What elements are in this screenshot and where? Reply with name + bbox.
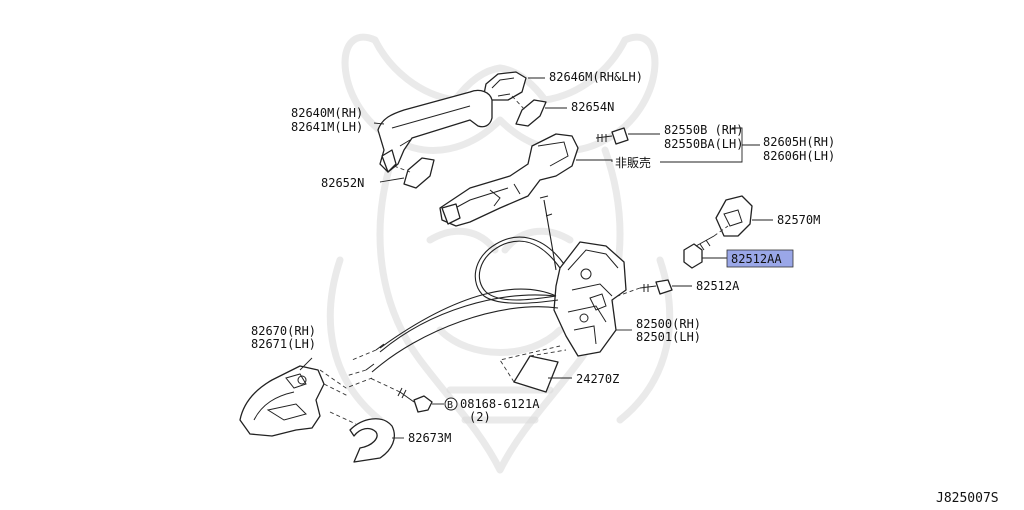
- outside-handle-part: [377, 89, 493, 173]
- bolt-82550b-part: [595, 127, 629, 145]
- label-82501: 82501(LH): [636, 330, 701, 344]
- door-lock-part: [553, 241, 627, 357]
- label-08168: 08168-6121A: [460, 397, 540, 411]
- striker-part: [715, 195, 753, 237]
- label-82641m: 82641M(LH): [291, 120, 363, 134]
- label-82640m: 82640M(RH): [291, 106, 363, 120]
- dash-bolt: [369, 377, 401, 393]
- label-82500: 82500(RH): [636, 317, 701, 331]
- rod-clip: [539, 195, 553, 217]
- cable-b: [371, 306, 559, 373]
- gasket-bottom-part: [403, 157, 435, 189]
- dash-pad-lock: [499, 345, 567, 383]
- leader-gasket-bottom: [379, 177, 405, 183]
- cable-a: [379, 294, 557, 353]
- screw-82512a-part: [639, 279, 673, 295]
- escutcheon-part: [349, 418, 395, 463]
- cable-loop-inner: [474, 236, 565, 304]
- label-82605h: 82605H(RH): [763, 135, 835, 149]
- dash-escutcheon: [329, 411, 357, 425]
- cable-c: [379, 288, 557, 349]
- label-82652n: 82652N: [321, 176, 364, 190]
- marker-b-circle: [444, 397, 458, 411]
- dash-cables-handle: [345, 349, 377, 377]
- marker-b: B: [447, 400, 453, 411]
- bolt-08168-part: [397, 387, 433, 413]
- leader-outside-handle: [373, 122, 385, 125]
- label-24270z: 24270Z: [576, 372, 619, 386]
- gasket-top-part: [515, 99, 547, 127]
- label-82550ba: 82550BA(LH): [664, 137, 743, 151]
- pad-part: [513, 355, 559, 393]
- label-08168-qty: (2): [469, 410, 491, 424]
- handle-cover-part: [483, 71, 527, 101]
- label-82671: 82671(LH): [251, 337, 316, 351]
- cable-loop: [478, 240, 561, 301]
- cable-ends: [365, 343, 385, 371]
- dash-screw-striker: [713, 225, 729, 237]
- dash-cover-gasket: [511, 95, 526, 111]
- label-82570m: 82570M: [777, 213, 820, 227]
- label-82673m: 82673M: [408, 431, 451, 445]
- leader-inside-handle: [299, 357, 313, 371]
- handle-bracket-part: [439, 133, 579, 227]
- label-82512a: 82512A: [696, 279, 740, 293]
- leader-not-for-sale: [576, 159, 613, 162]
- highlight-box: [726, 249, 794, 268]
- label-82550b: 82550B (RH): [664, 123, 743, 137]
- label-82670: 82670(RH): [251, 324, 316, 338]
- dash-handle-gasket: [393, 165, 411, 173]
- screw-82512aa-part: [683, 235, 715, 269]
- label-82606h: 82606H(LH): [763, 149, 835, 163]
- inside-handle-part: [239, 365, 325, 437]
- label-82654n: 82654N: [571, 100, 614, 114]
- label-not-for-sale: 非販売: [615, 155, 651, 170]
- label-82512aa: 82512AA: [731, 252, 782, 266]
- diagram-id: J825007S: [936, 491, 999, 506]
- dash-handle: [319, 369, 373, 397]
- label-82646m: 82646M(RH&LH): [549, 70, 643, 84]
